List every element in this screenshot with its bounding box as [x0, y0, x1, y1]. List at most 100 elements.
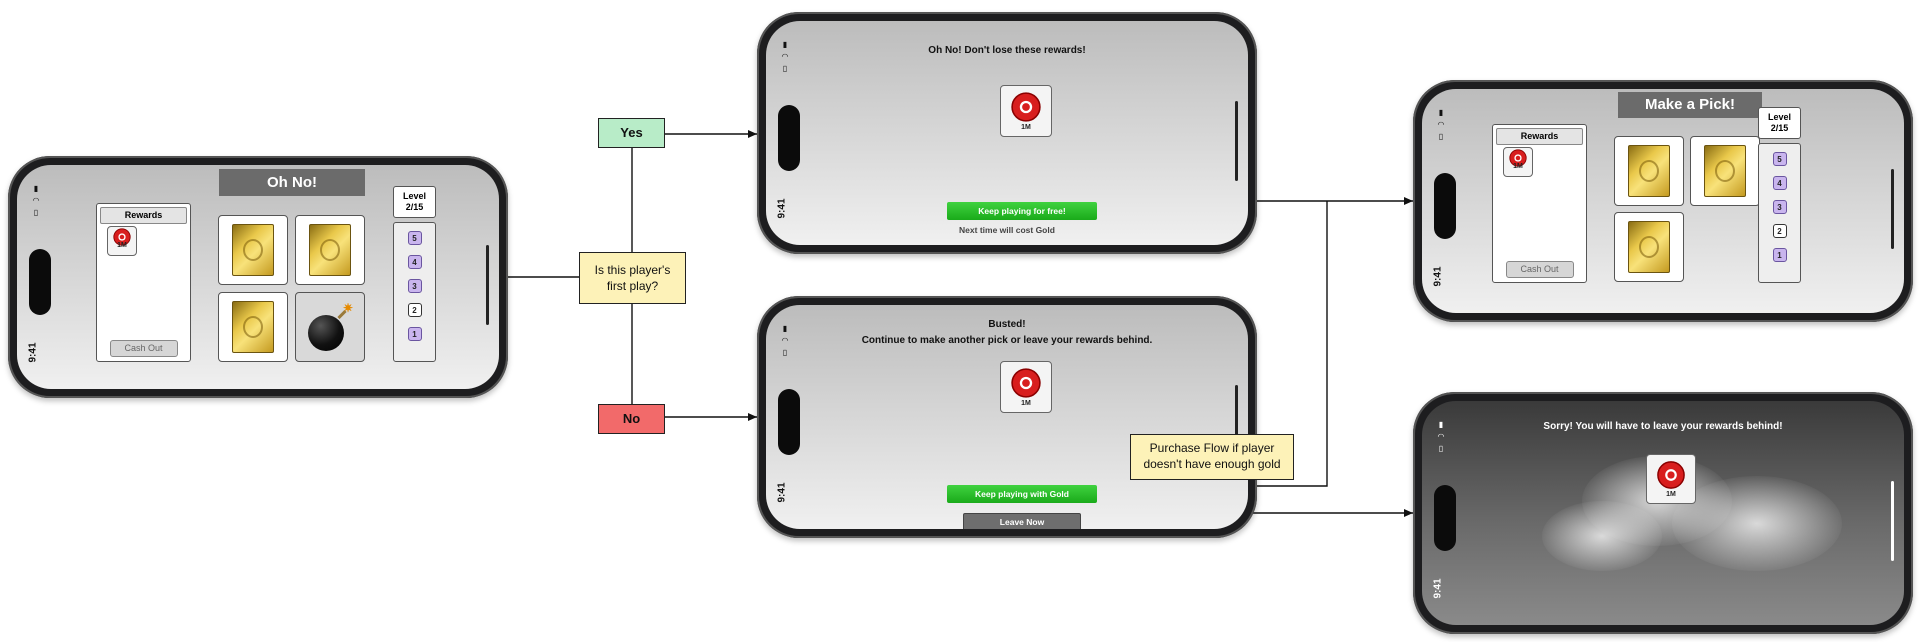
- reward-chip: 1M: [1000, 85, 1052, 137]
- keep-playing-gold-button[interactable]: Keep playing with Gold: [947, 485, 1097, 503]
- gold-card: [232, 301, 274, 353]
- gold-cost-note: Next time will cost Gold: [959, 225, 1055, 235]
- dynamic-island: [1434, 173, 1456, 239]
- status-time: 9:41: [1432, 266, 1444, 287]
- card-slot-2[interactable]: [1690, 136, 1760, 206]
- level-step-1: 1: [407, 327, 422, 341]
- screen-first-play: ▮ ◠ ▯ 9:41 Oh No! Don't lose these rewar…: [766, 21, 1248, 245]
- red-poker-chip-icon: [113, 228, 131, 246]
- level-step-2: 2: [407, 303, 422, 317]
- busted-message: Continue to make another pick or leave y…: [861, 335, 1153, 346]
- rewards-panel: Rewards 1M Cash Out: [96, 203, 191, 362]
- card-slot-bomb: ✷: [295, 292, 365, 362]
- home-indicator: [1891, 481, 1894, 561]
- keep-playing-free-button[interactable]: Keep playing for free!: [947, 202, 1097, 220]
- signal-icon: ▮: [33, 184, 39, 193]
- rewards-header: Rewards: [1496, 128, 1583, 145]
- cash-out-button[interactable]: Cash Out: [1505, 261, 1574, 278]
- status-time: 9:41: [27, 342, 39, 363]
- home-indicator: [486, 245, 489, 325]
- chip-label: 1M: [1021, 124, 1031, 131]
- reward-chip: 1M: [1000, 361, 1052, 413]
- level-step-5: 5: [407, 231, 422, 245]
- card-slot-1[interactable]: [218, 215, 288, 285]
- screen-title: Oh No!: [219, 169, 365, 196]
- chip-label: 1M: [1021, 400, 1031, 407]
- dynamic-island: [778, 105, 800, 171]
- home-indicator: [1235, 385, 1238, 465]
- level-label: Level: [1767, 112, 1791, 122]
- rewards-panel: Rewards 1M Cash Out: [1492, 124, 1587, 283]
- bomb-icon: [308, 315, 344, 351]
- red-poker-chip-icon: [1657, 461, 1685, 489]
- no-label: No: [598, 404, 665, 434]
- phone-first-play: ▮ ◠ ▯ 9:41 Oh No! Don't lose these rewar…: [757, 12, 1257, 254]
- dynamic-island: [778, 389, 800, 455]
- level-step-2: 2: [1772, 224, 1787, 238]
- smoke-effect: [1672, 476, 1842, 571]
- card-slot-3[interactable]: [218, 292, 288, 362]
- battery-icon: ▯: [782, 64, 788, 73]
- level-value: 2/15: [405, 202, 424, 212]
- signal-icon: ▮: [1438, 108, 1444, 117]
- battery-icon: ▯: [782, 348, 788, 357]
- yes-label: Yes: [598, 118, 665, 148]
- level-step-4: 4: [407, 255, 422, 269]
- card-slot-3[interactable]: [1614, 212, 1684, 282]
- red-poker-chip-icon: [1509, 149, 1527, 167]
- reward-chip: 1M: [1646, 454, 1696, 504]
- gold-card: [1628, 221, 1670, 273]
- level-step-5: 5: [1772, 152, 1787, 166]
- battery-icon: ▯: [1438, 444, 1444, 453]
- level-value: 2/15: [1770, 123, 1789, 133]
- signal-icon: ▮: [782, 40, 788, 49]
- cash-out-button[interactable]: Cash Out: [109, 340, 178, 357]
- rewards-header: Rewards: [100, 207, 187, 224]
- reward-chip: 1M: [107, 226, 137, 256]
- phone-sorry: ▮ ◠ ▯ 9:41 Sorry! You will have to leave…: [1413, 392, 1913, 634]
- screen-busted: ▮ ◠ ▯ 9:41 Busted! Continue to make anot…: [766, 305, 1248, 529]
- dynamic-island: [1434, 485, 1456, 551]
- level-label: Level: [402, 191, 426, 201]
- gold-card: [1628, 145, 1670, 197]
- battery-icon: ▯: [1438, 132, 1444, 141]
- sorry-message: Sorry! You will have to leave your rewar…: [1543, 421, 1783, 432]
- spark-icon: ✷: [343, 301, 354, 315]
- wifi-icon: ◠: [781, 336, 789, 345]
- home-indicator: [1235, 101, 1238, 181]
- busted-title: Busted!: [988, 319, 1026, 330]
- chip-label: 1M: [1513, 163, 1523, 170]
- phone-busted: ▮ ◠ ▯ 9:41 Busted! Continue to make anot…: [757, 296, 1257, 538]
- gold-card: [309, 224, 351, 276]
- card-slot-1[interactable]: [1614, 136, 1684, 206]
- level-step-3: 3: [1772, 200, 1787, 214]
- smoke-effect: [1542, 501, 1662, 571]
- level-box: Level 2/15: [1758, 107, 1801, 139]
- level-ladder: 5 4 3 2 1: [1758, 143, 1801, 283]
- status-time: 9:41: [776, 482, 788, 503]
- screen-sorry: ▮ ◠ ▯ 9:41 Sorry! You will have to leave…: [1422, 401, 1904, 625]
- level-step-3: 3: [407, 279, 422, 293]
- wifi-icon: ◠: [32, 196, 40, 205]
- status-time: 9:41: [776, 198, 788, 219]
- screen-title: Make a Pick!: [1618, 92, 1762, 118]
- purchase-flow-note: Purchase Flow if player doesn't have eno…: [1130, 434, 1294, 480]
- chip-label: 1M: [1666, 491, 1676, 498]
- screen-oh-no: ▮ ◠ ▯ 9:41 Oh No! Rewards 1M Cash Out ✷ …: [17, 165, 499, 389]
- reward-chip: 1M: [1503, 147, 1533, 177]
- level-step-1: 1: [1772, 248, 1787, 262]
- level-box: Level 2/15: [393, 186, 436, 218]
- card-slot-2[interactable]: [295, 215, 365, 285]
- wifi-icon: ◠: [1437, 120, 1445, 129]
- level-ladder: 5 4 3 2 1: [393, 222, 436, 362]
- chip-label: 1M: [117, 242, 127, 249]
- decision-first-play: Is this player's first play?: [579, 252, 686, 304]
- battery-icon: ▯: [33, 208, 39, 217]
- signal-icon: ▮: [782, 324, 788, 333]
- phone-oh-no: ▮ ◠ ▯ 9:41 Oh No! Rewards 1M Cash Out ✷ …: [8, 156, 508, 398]
- home-indicator: [1891, 169, 1894, 249]
- leave-now-button[interactable]: Leave Now: [963, 513, 1081, 529]
- signal-icon: ▮: [1438, 420, 1444, 429]
- dynamic-island: [29, 249, 51, 315]
- wifi-icon: ◠: [781, 52, 789, 61]
